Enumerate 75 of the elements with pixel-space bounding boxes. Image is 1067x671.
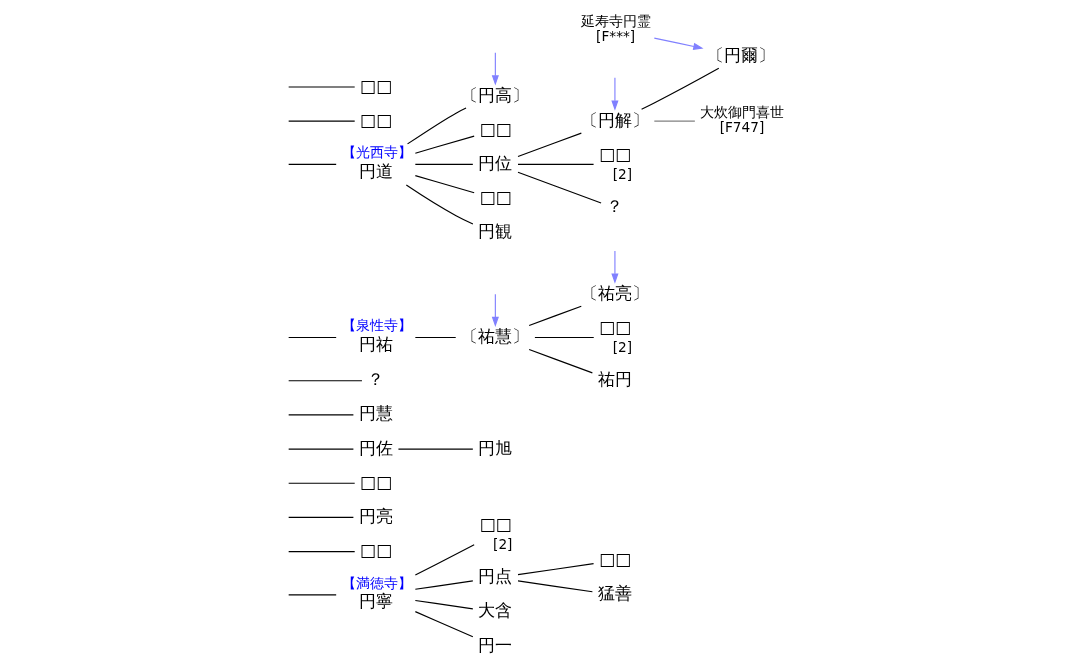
node-text: 大含 <box>478 600 513 621</box>
connector <box>288 448 354 450</box>
node-label: [2] <box>612 165 632 182</box>
node-text: □□ <box>479 513 512 534</box>
connector <box>517 163 595 165</box>
node-text: 円旭 <box>478 437 513 458</box>
node-text: □□ <box>598 316 632 337</box>
node-text: 延寿寺円霊 [F***] <box>580 13 651 44</box>
arrow <box>611 250 619 284</box>
connector <box>288 163 337 165</box>
connector <box>288 336 337 339</box>
node-text: 円慧 <box>358 403 393 424</box>
connector <box>653 120 696 122</box>
connector <box>288 551 356 553</box>
node-text: □□ <box>359 75 393 96</box>
arrow <box>653 37 704 50</box>
node-text: 〔円爾〕 <box>707 44 776 65</box>
connector <box>517 171 602 204</box>
node-text: 円一 <box>478 634 513 655</box>
node-label: [2] <box>612 338 632 355</box>
connector <box>407 107 467 145</box>
connector <box>414 611 474 638</box>
connector <box>517 132 582 158</box>
node-text: 円位 <box>478 152 513 173</box>
node-text: 円亮 <box>358 505 393 526</box>
connector <box>414 580 474 590</box>
node-text: 円点 <box>478 566 513 587</box>
node-text: 猛善 <box>597 583 632 604</box>
node-text: 祐円 <box>597 369 632 390</box>
connector <box>288 516 354 518</box>
node-text: 円寧 <box>358 591 393 612</box>
connector <box>414 175 475 194</box>
node-label: 【光西寺】 <box>341 144 412 161</box>
connector <box>288 380 363 382</box>
node-text: 〔円解〕 <box>580 109 649 130</box>
node-label: [2] <box>493 535 513 552</box>
node-text: □□ <box>479 187 512 208</box>
connector <box>534 336 595 339</box>
node-text: □□ <box>359 471 393 492</box>
connector <box>528 305 582 326</box>
connector <box>517 563 595 576</box>
connector <box>414 599 474 610</box>
node-text: 円観 <box>478 221 513 242</box>
connector <box>397 448 474 450</box>
node-label: 【満徳寺】 <box>341 574 412 591</box>
node-text: ？ <box>605 196 623 217</box>
connector <box>288 594 337 596</box>
node-text: □□ <box>598 143 632 164</box>
arrow <box>491 293 499 328</box>
arrow <box>611 77 619 111</box>
node-text: 円佐 <box>358 437 393 458</box>
node-text: □□ <box>598 549 632 570</box>
connector <box>288 120 356 122</box>
connector <box>528 349 593 374</box>
connector <box>414 544 475 576</box>
node-text: 〔円高〕 <box>461 84 530 105</box>
node-text: ？ <box>366 369 384 390</box>
node-text: □□ <box>359 540 393 561</box>
connector <box>517 580 593 593</box>
node-text: □□ <box>359 109 393 130</box>
node-text: 円祐 <box>358 334 393 355</box>
connector <box>288 414 354 416</box>
arrow <box>491 52 499 86</box>
node-text: 円道 <box>358 160 393 181</box>
connector <box>288 482 356 484</box>
connector <box>414 336 457 339</box>
connector <box>405 184 474 225</box>
node-label: 【泉性寺】 <box>341 317 412 334</box>
connector <box>414 135 475 154</box>
connector <box>414 163 474 165</box>
node-text: 大炊御門喜世 [F747] <box>700 104 785 136</box>
connector <box>641 67 720 110</box>
node-text: 〔祐慧〕 <box>461 326 530 347</box>
node-text: 〔祐亮〕 <box>580 282 649 303</box>
node-text: □□ <box>479 118 512 139</box>
